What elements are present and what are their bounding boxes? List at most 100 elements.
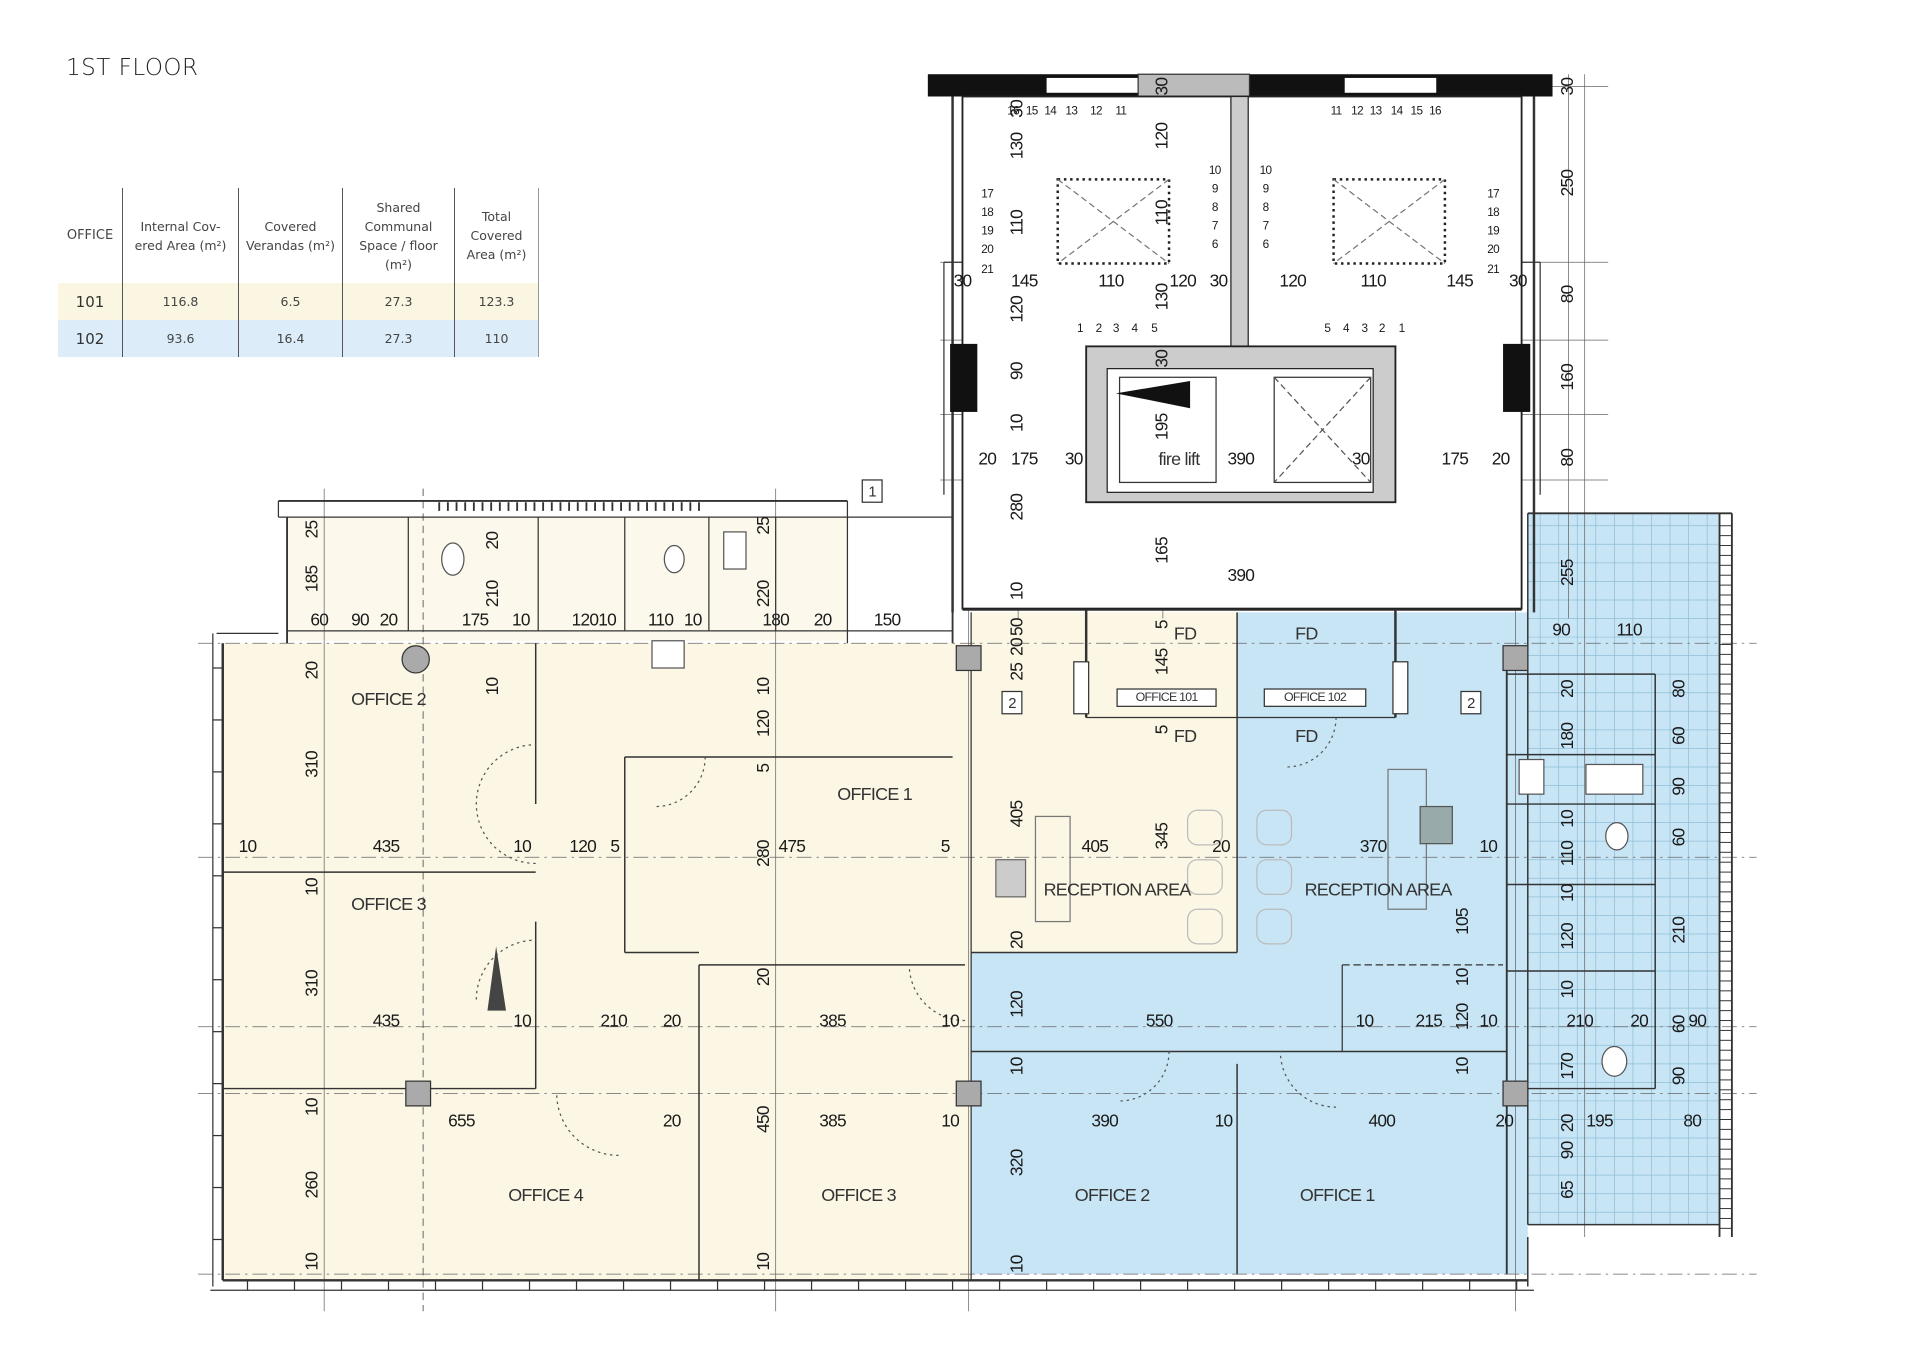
dimension-label: 175 <box>1441 449 1468 469</box>
dimension-label: 10 <box>753 1253 773 1271</box>
dimension-label: 180 <box>1557 723 1577 750</box>
fire-door-label: FD <box>1174 726 1197 746</box>
stair-step-number: 14 <box>1391 104 1404 117</box>
dimension-label: 90 <box>1669 778 1689 796</box>
dimension-label: 165 <box>1151 537 1171 564</box>
stair-step-number: 3 <box>1362 322 1369 335</box>
dimension-label: 60 <box>1669 1015 1689 1033</box>
door-swing <box>475 744 536 865</box>
cell-shared: 27.3 <box>342 283 455 320</box>
column <box>955 645 982 672</box>
dimension-label: 345 <box>1151 823 1171 850</box>
stair-step-number: 17 <box>1487 187 1499 200</box>
dimension-label: 20 <box>1557 1114 1577 1132</box>
stair-step-number: 7 <box>1263 219 1269 232</box>
column <box>1502 645 1529 672</box>
dimension-label: 170 <box>1557 1053 1577 1080</box>
dimension-label: 260 <box>302 1172 322 1199</box>
dimension-label: 105 <box>1452 908 1472 935</box>
dimension-label: 405 <box>1007 801 1027 828</box>
dimension-label: 195 <box>1151 413 1171 440</box>
dimension-label: 5 <box>941 836 950 856</box>
dimension-label: 10 <box>1452 968 1472 986</box>
dimension-label: 20 <box>663 1111 681 1131</box>
dimension-label: 90 <box>1688 1010 1706 1030</box>
dimension-label: 25 <box>1007 663 1027 681</box>
stair-step-number: 4 <box>1343 322 1350 335</box>
room-labels: OFFICE 2 OFFICE 1 OFFICE 3 OFFICE 4 OFFI… <box>351 449 1476 1205</box>
stair-step-number: 19 <box>1487 224 1499 237</box>
dimension-label: 20 <box>753 968 773 986</box>
fire-lift-label: fire lift <box>1158 449 1200 469</box>
dimension-label: 10 <box>684 610 702 630</box>
stair-step-number: 3 <box>1113 322 1120 335</box>
dimension-label: 10 <box>302 878 322 896</box>
stair-step-number: 7 <box>1212 219 1218 232</box>
office-102-tag: OFFICE 102 <box>1284 690 1347 704</box>
dimension-label: 400 <box>1369 1111 1396 1131</box>
dimension-label: 25 <box>753 517 773 535</box>
dimension-label: 90 <box>351 610 369 630</box>
stair-step-number: 8 <box>1263 201 1270 214</box>
dimension-label: 10 <box>1007 582 1027 600</box>
dimension-label: 10 <box>1479 1010 1497 1030</box>
fixtures <box>401 73 1644 1107</box>
dimension-label: 65 <box>1557 1181 1577 1199</box>
dimension-label: 20 <box>663 1010 681 1030</box>
dimension-label: 5 <box>610 836 619 856</box>
dimension-label: 310 <box>302 751 322 778</box>
dimension-label: 220 <box>753 580 773 607</box>
dimension-label: 210 <box>1566 1010 1593 1030</box>
dimension-label: 90 <box>1552 619 1570 639</box>
dimension-label: 10 <box>1007 1255 1027 1273</box>
table-row: 101 116.8 6.5 27.3 123.3 <box>58 283 539 320</box>
dimension-label: 60 <box>1669 727 1689 745</box>
cell-total: 110 <box>454 320 539 357</box>
dimension-label: 30 <box>1007 100 1027 118</box>
dimension-label: 390 <box>1227 449 1254 469</box>
dimension-label: 210 <box>482 580 502 607</box>
stair-step-number: 20 <box>1487 243 1500 256</box>
dimension-label: 90 <box>1007 362 1027 380</box>
dimension-label: 110 <box>1557 841 1577 866</box>
dimension-label: 390 <box>1091 1111 1118 1131</box>
office-101-zone <box>222 612 1238 1281</box>
stair-step-number: 13 <box>1370 104 1383 117</box>
dimension-label: 185 <box>302 565 322 592</box>
table-row: 102 93.6 16.4 27.3 110 <box>58 320 539 357</box>
room-label-office-1-101: OFFICE 1 <box>837 784 912 804</box>
dimension-label: 110 <box>1151 200 1171 225</box>
dimension-label: 110 <box>1098 271 1123 291</box>
dimension-label: 80 <box>1557 449 1577 467</box>
dimension-label: 30 <box>1065 449 1083 469</box>
fire-door-label: FD <box>1174 623 1197 643</box>
dimension-label: 10 <box>302 1098 322 1116</box>
dimension-label: 280 <box>1007 494 1027 521</box>
dimension-label: 10 <box>1557 810 1577 828</box>
dimension-label: 30 <box>1210 271 1228 291</box>
col-office: OFFICE <box>58 188 123 283</box>
stair-step-number: 5 <box>1151 322 1158 335</box>
dimension-label: 130 <box>1007 133 1027 160</box>
dimension-label: 175 <box>462 610 489 630</box>
column <box>405 1080 432 1107</box>
stair-step-number: 17 <box>981 187 993 200</box>
stair-step-number: 21 <box>981 263 993 276</box>
stair-step-number: 12 <box>1351 104 1363 117</box>
dimension-label: 150 <box>874 610 901 630</box>
floor-title: 1ST FLOOR <box>66 55 199 81</box>
dimension-label: 145 <box>1151 648 1171 675</box>
stair-step-number: 5 <box>1324 322 1331 335</box>
fire-door-label: FD <box>1295 623 1318 643</box>
stair-step-number: 15 <box>1411 104 1424 117</box>
callout-2: 2 <box>1008 696 1016 712</box>
dimension-label: 370 <box>1360 836 1387 856</box>
dimension-label: 215 <box>1416 1010 1443 1030</box>
dimension-label: 120 <box>1007 991 1027 1018</box>
dimension-label: 10 <box>941 1010 959 1030</box>
callout-1: 1 <box>868 484 876 500</box>
dimension-label: 145 <box>1011 271 1038 291</box>
dimension-label: 20 <box>978 449 996 469</box>
column <box>955 1080 982 1107</box>
